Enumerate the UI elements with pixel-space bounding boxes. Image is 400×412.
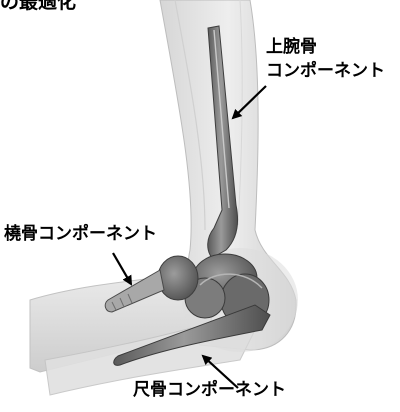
arrow-radial	[113, 253, 131, 284]
humeral-label-line2: コンポーネント	[266, 62, 385, 81]
radial-head	[158, 256, 198, 300]
humeral-label-line1: 上腕骨	[266, 38, 317, 57]
radial-label: 橈骨コンポーネント	[4, 225, 157, 244]
title-fragment: の最適化	[0, 0, 76, 13]
ulnar-label: 尺骨コンポーネント	[133, 381, 286, 400]
